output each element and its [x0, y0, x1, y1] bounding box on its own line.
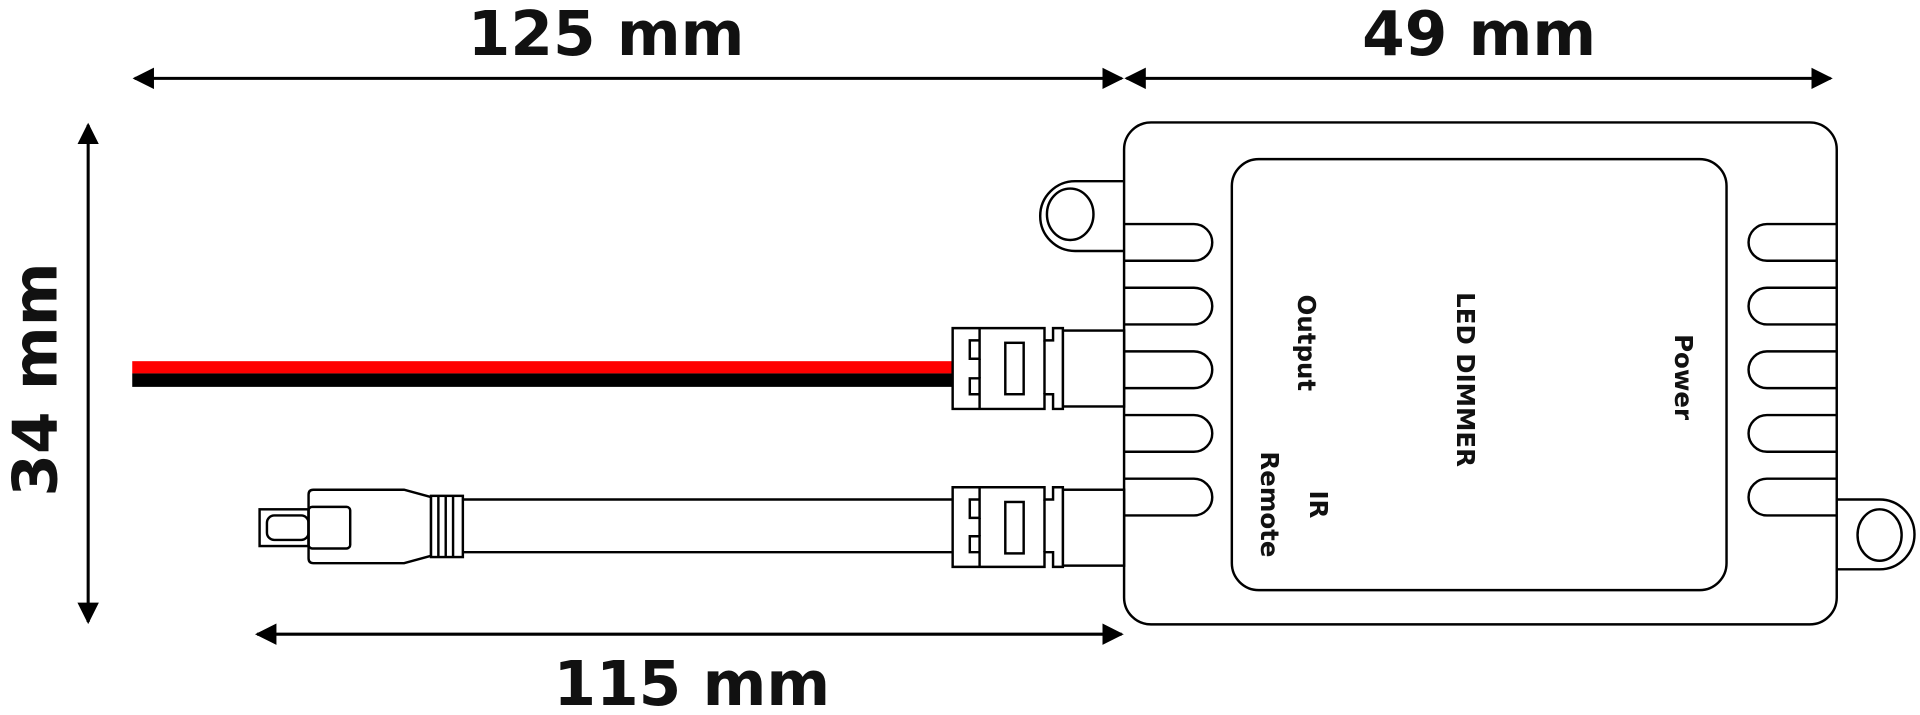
dimension-label-cable-length: 115 mm: [553, 649, 830, 715]
remote-label: Remote: [1255, 451, 1284, 557]
mounting-tab-left: [1039, 179, 1125, 253]
cooling-fins-left: [1124, 222, 1214, 517]
ir-remote-connector: [951, 486, 1126, 569]
wire-positive-red: [132, 361, 956, 374]
power-label: Power: [1669, 334, 1698, 420]
wire-negative-black: [132, 373, 956, 387]
cooling-fins-right: [1747, 222, 1837, 517]
ir-label: IR: [1304, 490, 1333, 518]
dimension-label-total-length: 125 mm: [468, 0, 745, 70]
ir-sensor-plug: [258, 488, 465, 565]
ir-remote-cable: [462, 498, 953, 554]
dimension-label-height: 34 mm: [0, 262, 71, 496]
dimension-label-box-width: 49 mm: [1362, 0, 1596, 70]
mounting-tab-right: [1836, 498, 1916, 571]
output-connector: [951, 326, 1126, 411]
dimmer-label-panel: [1230, 157, 1728, 592]
device-title: LED DIMMER: [1451, 292, 1480, 467]
output-label: Output: [1292, 295, 1321, 392]
